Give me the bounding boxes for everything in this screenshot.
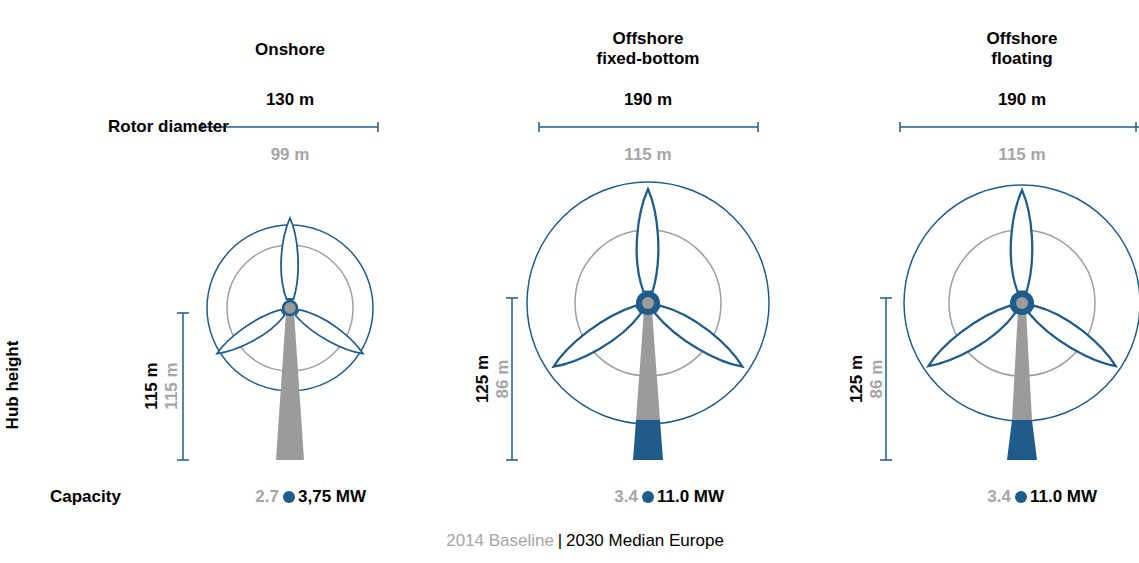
dimension-2030: 190 m — [624, 90, 672, 110]
column-heading: Offshore fixed-bottom — [593, 29, 703, 68]
dimension-2030: 130 m — [266, 90, 314, 110]
dimension-2014: 99 m — [271, 145, 310, 165]
offshore-fixed-turbine — [527, 182, 769, 460]
dimension-2030: 190 m — [998, 90, 1046, 110]
capacity-2014: 3.4 — [614, 487, 638, 507]
capacity-2014: 3.4 — [987, 487, 1011, 507]
capacity-dot — [283, 491, 1027, 503]
dimension-2014: 86 m — [867, 360, 887, 399]
row-label: Capacity — [50, 487, 121, 507]
capacity-2014: 2.7 — [255, 487, 279, 507]
key-separator: | — [558, 531, 562, 551]
dimension-2014: 115 m — [624, 145, 671, 165]
hub-height-bracket — [177, 298, 892, 460]
key-text: 2014 Baseline — [446, 531, 554, 551]
column-heading: Onshore — [255, 40, 325, 60]
dimension-2014: 86 m — [493, 360, 513, 399]
row-label: Rotor diameter — [108, 117, 229, 137]
rotor-diameter-line — [202, 122, 1139, 132]
offshore-floating-turbine — [904, 185, 1139, 460]
capacity-2030: 11.0 MW — [657, 487, 724, 507]
column-heading: Offshore floating — [967, 29, 1077, 68]
key-text: 2030 Median Europe — [566, 531, 724, 551]
dimension-2014: 115 m — [998, 145, 1045, 165]
capacity-2030: 3,75 MW — [298, 487, 366, 507]
onshore-turbine — [207, 218, 373, 460]
dimension-2030: 125 m — [847, 355, 867, 403]
dimension-2030: 115 m — [142, 362, 162, 409]
dimension-2030: 125 m — [473, 355, 493, 403]
row-label: Hub height — [3, 341, 23, 430]
dimension-2014: 115 m — [162, 362, 182, 409]
capacity-2030: 11.0 MW — [1030, 487, 1097, 507]
